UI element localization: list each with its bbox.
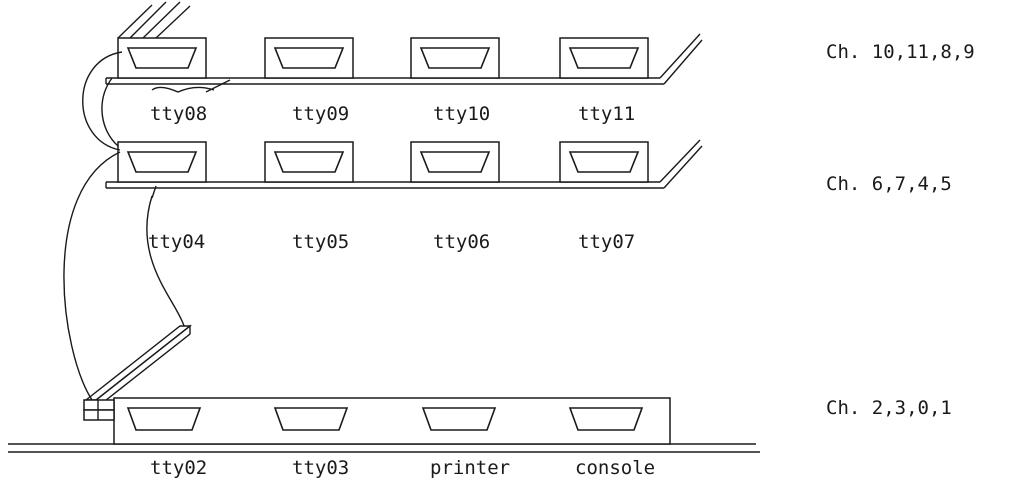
db-connector-icon — [273, 151, 345, 173]
port-label: tty07 — [578, 231, 635, 253]
port-labels-row-0: tty08 tty09 tty10 tty11 — [150, 103, 635, 125]
db-connector-icon — [568, 407, 644, 431]
port-label: tty04 — [148, 231, 205, 253]
cable-wires — [63, 51, 185, 401]
board-bottom — [8, 397, 760, 453]
port-label: tty10 — [433, 103, 490, 125]
port-label: tty06 — [433, 231, 490, 253]
port-label: tty08 — [150, 103, 207, 125]
port-label: printer — [430, 457, 510, 479]
db-connector-icon — [568, 47, 640, 69]
db-connector-icon — [273, 407, 349, 431]
channel-label-row-2: Ch. 2,3,0,1 — [826, 397, 952, 419]
db-connector-icon — [419, 47, 491, 69]
channel-label-row-0: Ch. 10,11,8,9 — [826, 41, 975, 63]
db-connector-icon — [126, 407, 202, 431]
db-connector-icon — [126, 47, 198, 69]
db-connector-icon — [126, 151, 198, 173]
board-middle — [105, 139, 703, 189]
db-connector-icon — [421, 407, 497, 431]
channel-label-row-1: Ch. 6,7,4,5 — [826, 173, 952, 195]
port-label: tty09 — [292, 103, 349, 125]
db-connector-icon — [273, 47, 345, 69]
port-label: tty03 — [292, 457, 349, 479]
board-top — [105, 1, 703, 93]
port-label: tty11 — [578, 103, 635, 125]
port-label: tty02 — [150, 457, 207, 479]
ribbon-cable — [83, 324, 193, 421]
port-labels-row-1: tty04 tty05 tty06 tty07 — [148, 231, 635, 253]
db-connector-icon — [419, 151, 491, 173]
port-label: console — [575, 457, 655, 479]
db-connector-icon — [568, 151, 640, 173]
port-label: tty05 — [292, 231, 349, 253]
port-labels-row-2: tty02 tty03 printer console — [150, 457, 655, 479]
